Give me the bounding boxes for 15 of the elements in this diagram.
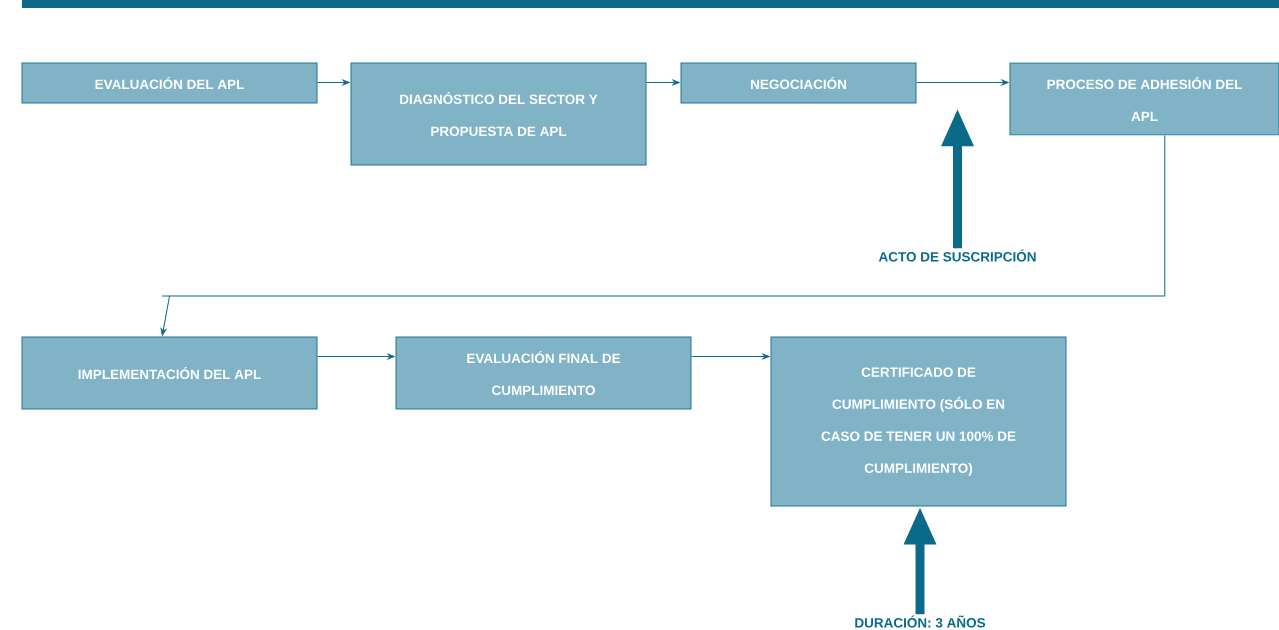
process-box: NEGOCIACIÓN — [680, 62, 917, 104]
arrow — [691, 353, 770, 360]
arrow — [317, 79, 350, 86]
note-text: ACTO DE SUSCRIPCIÓN — [878, 249, 1036, 262]
arrow — [646, 79, 680, 86]
process-box: IMPLEMENTACIÓN DEL APL — [21, 336, 318, 410]
arrow — [916, 79, 1009, 86]
process-box: EVALUACIÓN FINAL DE CUMPLIMIENTO — [395, 336, 692, 410]
process-box: CERTIFICADO DE CUMPLIMIENTO (SÓLO EN CASO DE TENER UN 100% DE CUMPLIMIENTO) — [770, 336, 1067, 507]
arrow — [317, 353, 395, 360]
process-box: EVALUACIÓN DEL APL — [21, 62, 318, 104]
note-text: DURACIÓN: 3 AÑOS — [855, 615, 986, 628]
arrow — [160, 135, 1166, 336]
process-box: PROCESO DE ADHESIÓN DEL APL — [1009, 62, 1279, 136]
process-box: DIAGNÓSTICO DEL SECTOR Y PROPUESTA DE APL — [350, 62, 647, 166]
